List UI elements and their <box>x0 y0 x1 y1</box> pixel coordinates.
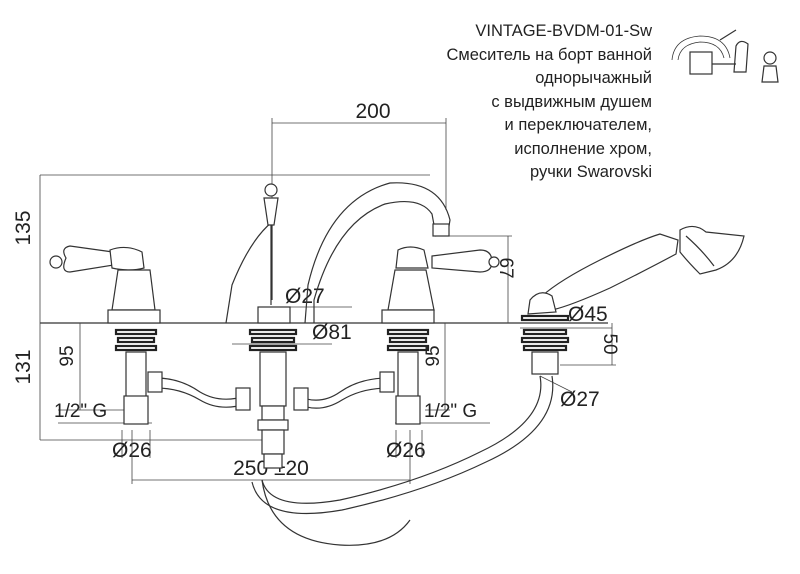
description-line: однорычажный <box>535 69 652 87</box>
dim-pipe-right: Ø26 <box>386 430 426 462</box>
dim-flange: Ø81 <box>232 321 352 345</box>
center-body <box>248 328 298 469</box>
dim-pipe-right-label: Ø26 <box>386 439 426 462</box>
connecting-hoses <box>147 371 395 411</box>
dim-total-height-label: 135 <box>12 210 35 245</box>
dim-thread-left-label: 1/2" G <box>54 401 107 422</box>
right-handle <box>381 246 500 324</box>
product-info: VINTAGE-BVDM-01-Sw Смеситель на борт ван… <box>400 20 652 185</box>
description-line: с выдвижным душем <box>491 92 652 111</box>
dim-spout-base-label: Ø27 <box>285 285 325 308</box>
description-line: и переключателем, <box>504 116 652 134</box>
description-line: исполнение хром, <box>514 139 652 158</box>
dim-below-height: 131 <box>12 323 268 441</box>
shower-hose <box>251 375 554 546</box>
dim-valve-right: 95 <box>423 323 450 411</box>
dim-shower-hole: Ø27 <box>539 375 600 411</box>
dim-shower-body: 50 <box>560 323 620 366</box>
dim-thread-right-label: 1/2" G <box>424 401 477 422</box>
product-code: VINTAGE-BVDM-01-Sw <box>475 22 652 40</box>
dim-spout-reach-label: 200 <box>355 100 390 123</box>
shower-base <box>520 314 570 375</box>
shower-head <box>527 225 745 315</box>
dim-valve-right-label: 95 <box>423 345 444 366</box>
spout <box>225 182 451 324</box>
description-line: ручки Swarovski <box>529 163 652 181</box>
dim-shower-body-label: 50 <box>599 333 620 354</box>
dim-below-height-label: 131 <box>12 349 35 384</box>
dim-spout-drop: 67 <box>440 235 516 323</box>
dim-shower-hole-label: Ø27 <box>560 388 600 411</box>
dim-valve-left: 95 <box>57 323 130 411</box>
dim-spout-drop-label: 67 <box>495 257 516 278</box>
left-valve-body <box>114 328 158 425</box>
dim-shower-flange-label: Ø45 <box>568 303 608 326</box>
description-line: Смеситель на борт ванной <box>446 45 652 64</box>
left-handle <box>49 245 161 324</box>
dim-valve-left-label: 95 <box>57 345 78 366</box>
dim-flange-label: Ø81 <box>312 321 352 344</box>
dim-total-height: 135 <box>12 174 430 323</box>
right-valve-body <box>386 328 430 425</box>
dim-shower-flange: Ø45 <box>520 303 612 329</box>
product-thumbnail <box>671 29 779 83</box>
